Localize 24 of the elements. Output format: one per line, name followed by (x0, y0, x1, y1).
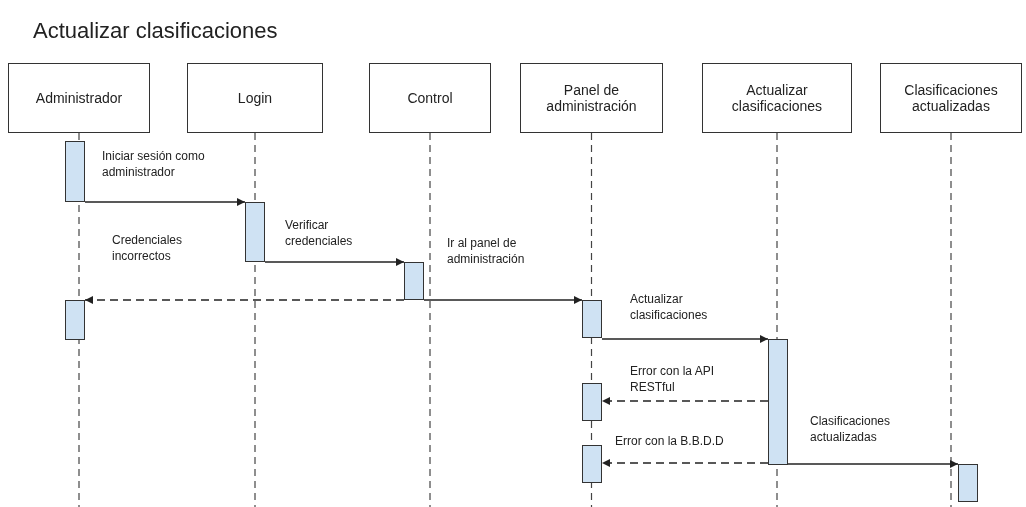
dashed-arrow (601, 459, 769, 467)
arrow (264, 258, 405, 266)
activation-bar (404, 262, 424, 300)
participant-box: Login (187, 63, 323, 133)
activation-bar (582, 445, 602, 483)
participant-box: Actualizar clasificaciones (702, 63, 852, 133)
activation-bar (245, 202, 265, 262)
activation-bar (65, 141, 85, 202)
dashed-arrow (601, 397, 769, 405)
dashed-arrow (84, 296, 405, 304)
arrow (787, 460, 959, 468)
arrow (423, 296, 583, 304)
activation-bar (65, 300, 85, 340)
activation-bar (958, 464, 978, 502)
activation-bar (768, 339, 788, 465)
activation-bar (582, 383, 602, 421)
diagram-title: Actualizar clasificaciones (33, 18, 278, 44)
arrow (601, 335, 769, 343)
participant-box: Administrador (8, 63, 150, 133)
activation-bar (582, 300, 602, 338)
participant-box: Control (369, 63, 491, 133)
participant-box: Panel de administración (520, 63, 663, 133)
arrow (84, 198, 246, 206)
participant-box: Clasificaciones actualizadas (880, 63, 1022, 133)
